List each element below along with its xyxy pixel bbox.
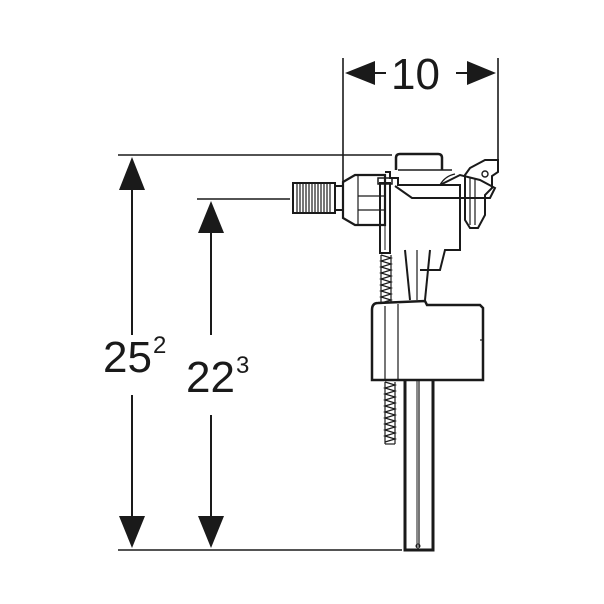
dimension-inlet-height: [197, 198, 290, 548]
float-cup: [370, 299, 485, 382]
arrow-up-icon: [198, 201, 224, 233]
spring-upper: [378, 254, 394, 304]
spring-lower: [382, 381, 398, 445]
arrow-up-icon: [119, 157, 145, 190]
dimension-label-inlet-height: 223: [186, 352, 250, 402]
dimension-label-total-height: 252: [103, 332, 167, 382]
fill-valve: [292, 152, 499, 552]
arrow-down-icon: [198, 516, 224, 548]
dimension-total-height: [118, 154, 402, 551]
arrow-left-icon: [345, 61, 375, 85]
dimension-width: [342, 58, 499, 200]
arrow-right-icon: [467, 61, 496, 85]
arrow-down-icon: [119, 516, 145, 548]
threaded-inlet: [292, 182, 344, 214]
dimension-label-width: 10: [391, 50, 440, 99]
refill-tube: [403, 380, 435, 552]
